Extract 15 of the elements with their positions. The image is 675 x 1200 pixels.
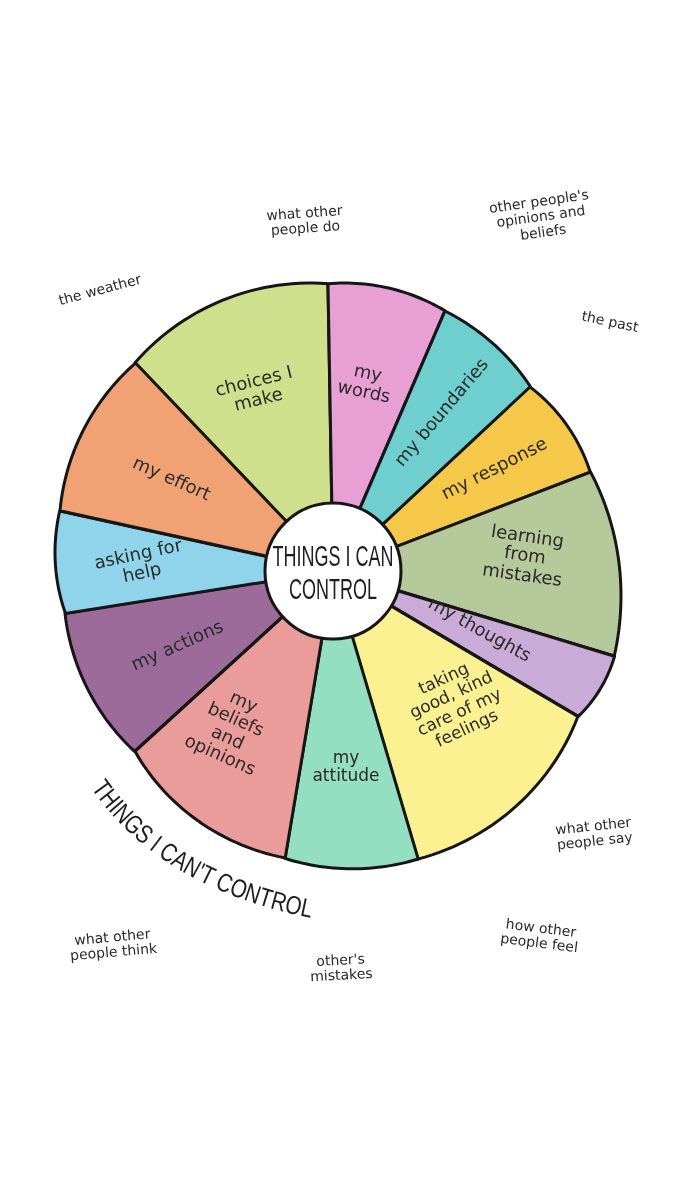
outer-label: what other people do — [264, 202, 344, 240]
segment-label: learning from mistakes — [480, 519, 567, 591]
center-title: THINGS I CAN CONTROL — [271, 539, 395, 605]
outer-label: other people's opinions and beliefs — [486, 186, 591, 245]
segment-label: my attitude — [311, 747, 381, 785]
segment-label: choices I make — [211, 359, 296, 418]
segment-label: my effort — [130, 452, 214, 504]
outer-label: how other people feel — [498, 915, 580, 957]
outer-label: the weather — [57, 271, 143, 309]
segment-label: my words — [334, 358, 394, 408]
outer-label: what other people think — [68, 925, 159, 965]
outer-label: other's mistakes — [308, 950, 374, 986]
outer-label: what other people say — [553, 813, 635, 855]
outer-label: the past — [580, 308, 640, 336]
segment-label: asking for help — [91, 532, 185, 589]
